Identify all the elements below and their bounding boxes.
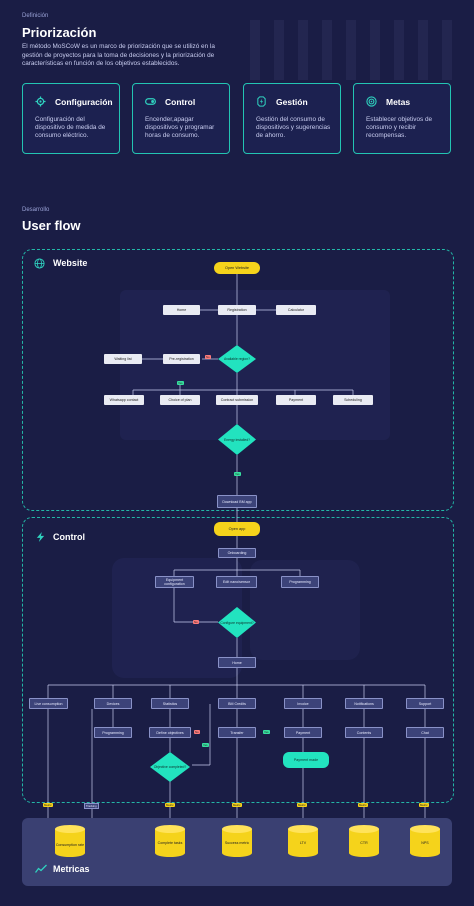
bg-decoration	[250, 20, 460, 80]
node-support: Support	[406, 698, 444, 709]
card-metas: Metas Establecer objetivos de consumo y …	[353, 83, 451, 154]
decision-configure-equipment: Configure equipment?	[218, 607, 256, 638]
node-payment-app: Payment	[284, 727, 322, 738]
bolt-icon	[257, 96, 266, 107]
website-section	[22, 249, 454, 511]
node-onboarding: Onboarding	[218, 548, 256, 558]
tag-yes: Yes	[202, 743, 209, 747]
decision-energy-installed: Energy installed?	[218, 424, 256, 455]
card-title: Metas	[386, 97, 411, 107]
metric-tag: Metric	[43, 803, 53, 807]
node-open-website: Open Website	[214, 262, 260, 274]
card-gestion: Gestión Gestión del consumo de dispositi…	[243, 83, 341, 154]
node-live-consumption: Live consumption	[29, 698, 68, 709]
metric-tag: Metric	[297, 803, 307, 807]
node-equipment-config: Equipment configuration	[155, 576, 194, 588]
tag-yes: Yes	[263, 730, 270, 734]
decision-objective-completed: Objective completed?	[150, 752, 190, 782]
card-title: Gestión	[276, 97, 308, 107]
card-desc: Establecer objetivos de consumo y recibi…	[366, 116, 433, 140]
tag-yes: Yes	[234, 472, 241, 476]
userflow-title: User flow	[22, 218, 81, 233]
node-payment-made: Payment made	[283, 752, 329, 768]
bg-mockup	[120, 290, 390, 440]
node-contract: Contract submission	[216, 395, 258, 405]
metric-success: Success metric	[222, 825, 252, 857]
node-chat: Chat	[406, 727, 444, 738]
tracking-tag-label: Tracking	[86, 804, 97, 808]
node-devices: Devices	[94, 698, 132, 709]
payment-made-label: Payment made	[293, 758, 319, 762]
target-icon	[366, 96, 377, 107]
node-calculator: Calculator	[276, 305, 316, 315]
card-title: Configuración	[55, 97, 113, 107]
node-edit-nano: Edit nano/sensor	[216, 576, 257, 588]
control-title: Control	[53, 532, 85, 542]
metric-complete-tasks: Complete tasks	[155, 825, 185, 857]
node-statistics: Statistics	[151, 698, 189, 709]
metrics-title: Metricas	[53, 864, 90, 874]
gear-icon	[35, 96, 46, 107]
card-desc: Configuración del dispositivo de medida …	[35, 116, 106, 140]
toggle-icon	[145, 98, 156, 105]
intro-text: El método MoSCoW es un marco de prioriza…	[22, 43, 215, 68]
node-programming-2: Programming	[94, 727, 132, 738]
website-title: Website	[53, 258, 88, 268]
metric-tag: Metric	[232, 803, 242, 807]
tag-no: No	[205, 355, 211, 359]
card-title: Control	[165, 97, 196, 107]
card-desc: Gestión del consumo de dispositivos y su…	[256, 116, 331, 140]
metric-tag: Metric	[419, 803, 429, 807]
section-label-definicion: Definición	[22, 13, 49, 19]
card-desc: Encender,apagar dispositivos y programar…	[145, 116, 215, 140]
node-programming: Programming	[281, 576, 319, 588]
bolt-icon	[36, 531, 45, 543]
tag-no: No	[193, 620, 199, 624]
node-home-app: Home	[218, 657, 256, 668]
page-title: Priorización	[22, 25, 97, 40]
node-bm-credits: BM Credits	[218, 698, 256, 709]
node-waiting-list: Waiting list	[104, 354, 142, 364]
node-open-app: Open app	[214, 522, 260, 536]
tag-no: No	[194, 730, 200, 734]
section-label-desarrollo: Desarrollo	[22, 207, 50, 213]
control-section	[22, 517, 454, 803]
node-home: Home	[163, 305, 200, 315]
metric-ltv: LTV	[288, 825, 318, 857]
tag-yes: Yes	[177, 381, 184, 385]
node-pre-registration: Pre-registration	[163, 354, 200, 364]
node-registration: Registration	[218, 305, 256, 315]
node-notifications: Notifications	[345, 698, 383, 709]
node-define-objectives: Define objectives	[149, 727, 191, 738]
node-invoice: Invoice	[284, 698, 322, 709]
node-whatsapp: Whatsapp contact	[104, 395, 144, 405]
decision-available-region: Available region?	[218, 345, 256, 373]
metric-tag: Metric	[165, 803, 175, 807]
node-transfer: Transfer	[218, 727, 256, 738]
metric-ctr: CTR	[349, 825, 379, 857]
globe-icon	[34, 258, 45, 269]
metric-consumption-rate: Consumption rate	[55, 825, 85, 857]
card-configuracion: Configuración Configuración del disposit…	[22, 83, 120, 154]
metric-tag: Metric	[358, 803, 368, 807]
metric-nps: NPS	[410, 825, 440, 857]
tracking-tag: Tracking	[84, 803, 99, 809]
node-scheduling: Scheduling	[333, 395, 373, 405]
node-contents: Contents	[345, 727, 383, 738]
trend-icon	[35, 864, 47, 873]
node-choice-plan: Choice of plan	[160, 395, 200, 405]
card-control: Control Encender,apagar dispositivos y p…	[132, 83, 230, 154]
node-download-app: Download BM app	[217, 495, 257, 508]
node-payment: Payment	[276, 395, 316, 405]
